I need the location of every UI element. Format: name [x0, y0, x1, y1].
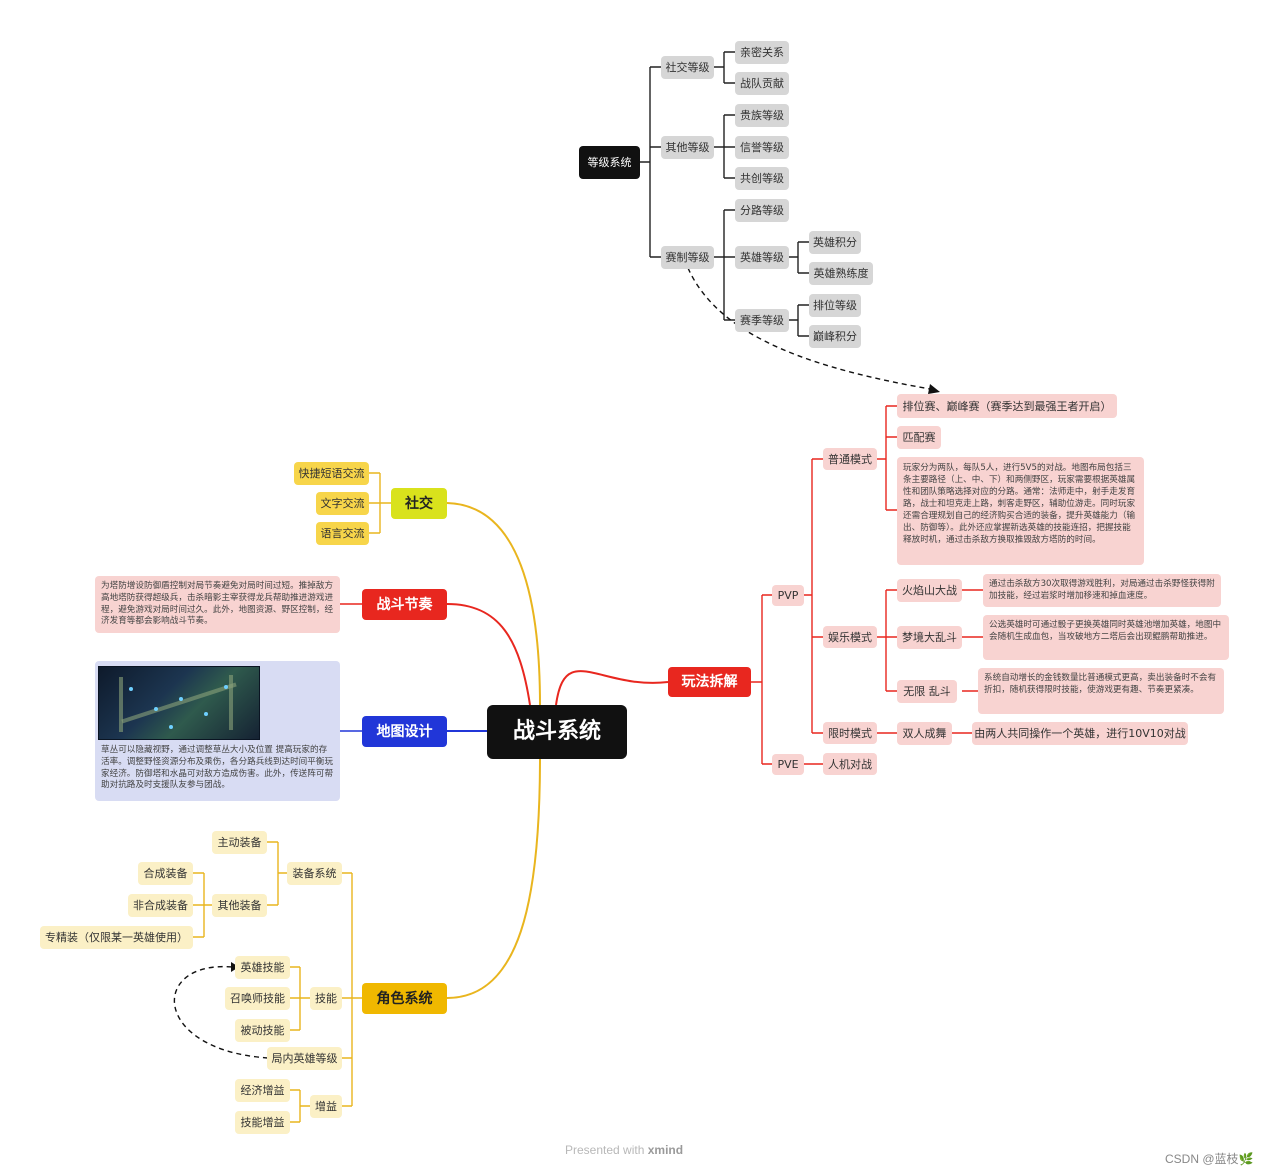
equipment-system-node[interactable]: 装备系统	[287, 862, 342, 885]
ranked-peak-match-node[interactable]: 排位赛、巅峰赛（赛季达到最强王者开启）	[897, 394, 1117, 418]
peak-points-node[interactable]: 巅峰积分	[809, 325, 861, 348]
xmind-logo: xmind	[647, 1143, 684, 1157]
infinite-brawl-description: 系统自动增长的金钱数量比普通模式更高，卖出装备时不会有折扣，随机获得限时技能，使…	[978, 668, 1224, 714]
dashed-link-level-to-ranked	[687, 267, 937, 391]
infinite-brawl-node[interactable]: 无限 乱斗	[897, 680, 957, 703]
ranked-level-node[interactable]: 排位等级	[809, 294, 861, 317]
skill-node[interactable]: 技能	[310, 987, 342, 1010]
other-equipment-node[interactable]: 其他装备	[212, 894, 267, 917]
buff-node[interactable]: 增益	[310, 1095, 342, 1118]
edge-social	[446, 502, 541, 706]
social-node[interactable]: 社交	[391, 488, 447, 519]
normal-mode-description: 玩家分为两队，每队5人，进行5V5的对战。地图布局包括三条主要路径（上、中、下）…	[897, 457, 1144, 565]
text-chat-node[interactable]: 文字交流	[316, 492, 369, 515]
normal-mode-node[interactable]: 普通模式	[823, 448, 877, 470]
active-equipment-node[interactable]: 主动装备	[212, 831, 267, 854]
map-design-node[interactable]: 地图设计	[362, 716, 447, 747]
hero-mastery-node[interactable]: 英雄熟练度	[809, 262, 873, 285]
economy-buff-node[interactable]: 经济增益	[235, 1079, 290, 1102]
team-contribution-node[interactable]: 战队贡献	[735, 72, 789, 95]
ai-battle-node[interactable]: 人机对战	[823, 753, 877, 775]
csdn-watermark: CSDN @蓝枝🌿	[1165, 1152, 1254, 1166]
battle-rhythm-description: 为塔防增设防御盾控制对局节奏避免对局时间过短。推掉敌方高地塔防获得超级兵，击杀暗…	[95, 576, 340, 633]
limited-mode-node[interactable]: 限时模式	[823, 722, 877, 744]
co-create-level-node[interactable]: 共创等级	[735, 167, 789, 190]
noble-level-node[interactable]: 贵族等级	[735, 104, 789, 127]
role-system-node[interactable]: 角色系统	[362, 983, 447, 1014]
passive-skill-node[interactable]: 被动技能	[235, 1019, 290, 1042]
skill-buff-node[interactable]: 技能增益	[235, 1111, 290, 1134]
presented-with-label: Presented with xmind	[565, 1143, 684, 1157]
hero-points-node[interactable]: 英雄积分	[809, 231, 861, 254]
duo-dance-description: 由两人共同操作一个英雄，进行10V10对战	[972, 722, 1188, 745]
duo-dance-node[interactable]: 双人成舞	[897, 722, 952, 745]
hero-level-node[interactable]: 英雄等级	[735, 246, 789, 269]
play-breakdown-node[interactable]: 玩法拆解	[668, 667, 751, 697]
non-composite-equipment-node[interactable]: 非合成装备	[128, 894, 193, 917]
intimacy-node[interactable]: 亲密关系	[735, 41, 789, 64]
edge-play	[555, 670, 669, 706]
match-level-node[interactable]: 赛制等级	[661, 246, 714, 269]
pvp-node[interactable]: PVP	[772, 585, 804, 606]
voice-chat-node[interactable]: 语言交流	[316, 522, 369, 545]
hero-skill-node[interactable]: 英雄技能	[235, 956, 290, 979]
composite-equipment-node[interactable]: 合成装备	[138, 862, 193, 885]
edge-rhythm	[446, 603, 531, 706]
fun-mode-node[interactable]: 娱乐模式	[823, 626, 877, 648]
root-node[interactable]: 战斗系统	[487, 705, 627, 759]
dream-brawl-node[interactable]: 梦境大乱斗	[897, 626, 962, 649]
exclusive-equipment-node[interactable]: 专精装（仅限某一英雄使用）	[40, 926, 193, 949]
other-level-node[interactable]: 其他等级	[661, 136, 714, 159]
dream-brawl-description: 公选英雄时可通过骰子更换英雄同时英雄池增加英雄，地图中会随机生成血包，当攻破地方…	[983, 615, 1229, 660]
game-map-image	[98, 666, 260, 740]
quick-phrase-node[interactable]: 快捷短语交流	[294, 462, 369, 485]
casual-match-node[interactable]: 匹配赛	[897, 426, 941, 449]
season-level-node[interactable]: 赛季等级	[735, 309, 789, 332]
level-system-node[interactable]: 等级系统	[579, 146, 640, 179]
route-level-node[interactable]: 分路等级	[735, 199, 789, 222]
battle-rhythm-node[interactable]: 战斗节奏	[362, 589, 447, 620]
dashed-link-level-to-skill	[173, 966, 269, 1059]
pve-node[interactable]: PVE	[772, 754, 804, 775]
ingame-hero-level-node[interactable]: 局内英雄等级	[267, 1047, 342, 1070]
edge-role	[446, 757, 541, 999]
credit-level-node[interactable]: 信誉等级	[735, 136, 789, 159]
fire-mountain-node[interactable]: 火焰山大战	[897, 579, 962, 602]
fire-mountain-description: 通过击杀敌方30次取得游戏胜利，对局通过击杀野怪获得附加技能，经过岩浆时增加移速…	[983, 574, 1221, 607]
social-level-node[interactable]: 社交等级	[661, 56, 714, 79]
summoner-skill-node[interactable]: 召唤师技能	[225, 987, 290, 1010]
